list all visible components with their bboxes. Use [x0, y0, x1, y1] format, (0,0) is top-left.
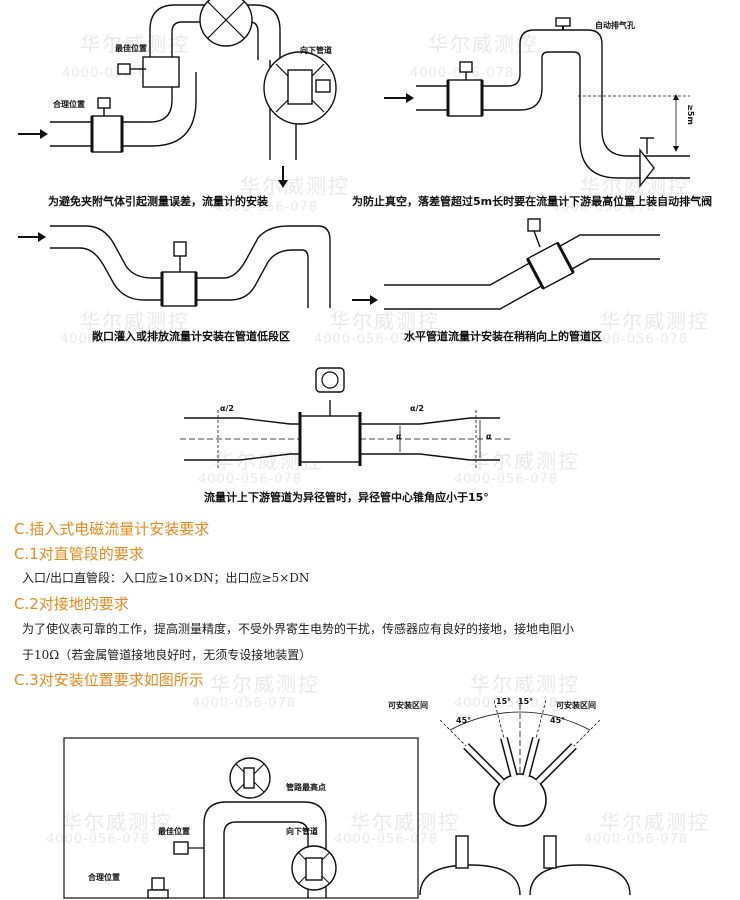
reasonable-position-label: 合理位置	[53, 100, 85, 109]
watermark-brand: 华尔威测控	[330, 309, 440, 333]
watermark-phone: 4000-056-078	[60, 332, 165, 347]
figure-low-section-diagram	[18, 225, 331, 308]
section-c3-title: C.3对安装位置要求如图所示	[14, 671, 204, 689]
watermark-phone: 4000-056-078	[552, 200, 657, 215]
installable-zone-label: 可安装区间	[556, 701, 596, 710]
watermark-phone: 4000-056-078	[62, 66, 167, 81]
watermark-phone: 4000-056-078	[454, 696, 559, 711]
section-title: C.插入式电磁流量计安装要求	[14, 520, 210, 538]
reasonable-position-label: 合理位置	[88, 873, 120, 882]
watermark-phone: 4000-056-078	[214, 200, 319, 215]
flow-arrow-icon	[18, 232, 46, 242]
figure-caption: 为防止真空，落差管超过5m长时要在流量计下游最高位置上装自动排气阀	[352, 195, 713, 208]
watermark-phone: 4000-056-078	[198, 472, 303, 487]
watermark-brand: 华尔威测控	[428, 32, 538, 56]
flow-arrow-icon	[352, 295, 378, 305]
watermark-brand: 华尔威测控	[80, 309, 190, 333]
watermark-phone: 4000-056-078	[454, 472, 559, 487]
watermark-phone: 4000-056-078	[46, 832, 151, 847]
alpha-label: α	[396, 432, 402, 441]
angle-label: 45°	[550, 716, 566, 725]
watermark-brand: 华尔威测控	[210, 672, 320, 696]
figure-caption: 为避免夹附气体引起测量误差，流量计的安装	[48, 195, 268, 208]
section-c1-text: 入口/出口直管段：入口应≥10×DN；出口应≥5×DN	[22, 571, 310, 585]
figure-vent-pipe-diagram	[384, 17, 690, 189]
pipe-highest-point-label: 管路最高点	[286, 783, 326, 792]
angle-label: 45°	[456, 716, 472, 725]
distance-mark-label: ≥5m	[685, 104, 695, 125]
half-angle-label: α/2	[410, 404, 424, 413]
watermark-brand: 华尔威测控	[600, 309, 710, 333]
angle-label: 15°	[496, 697, 512, 706]
flow-arrow-icon	[18, 129, 48, 139]
downward-pipe-label: 向下管道	[300, 46, 332, 55]
watermark-phone: 4000-056-078	[584, 332, 689, 347]
watermark-phone: 4000-056-078	[410, 66, 515, 81]
watermark-phone: 4000-056-078	[314, 332, 419, 347]
best-position-label: 最佳位置	[158, 827, 190, 836]
section-c2-title: C.2对接地的要求	[14, 595, 129, 613]
figure-reducer-diagram	[180, 367, 510, 468]
watermark-brand: 华尔威测控	[240, 174, 350, 198]
watermark-brand: 华尔威测控	[350, 810, 460, 834]
half-angle-label: α/2	[220, 404, 234, 413]
figure-caption: 水平管道流量计安装在稍稍向上的管道区	[404, 330, 602, 343]
watermark-phone: 4000-056-078	[192, 696, 297, 711]
angle-label: 15°	[518, 697, 534, 706]
watermark-brand: 华尔威测控	[600, 810, 710, 834]
figure-caption: 敞口灌入或排放流量计安装在管道低段区	[92, 330, 290, 343]
figure-upward-section-diagram	[352, 218, 660, 310]
watermark-brand: 华尔威测控	[470, 672, 580, 696]
section-c2-text: 于10Ω（若金属管道接地良好时，无须专设接地装置）	[22, 648, 312, 662]
flow-arrow-icon	[384, 93, 414, 103]
downward-pipe-label: 向下管道	[286, 827, 318, 836]
section-c2-text: 为了使仪表可靠的工作，提高测量精度，不受外界寄生电势的干扰，传感器应有良好的接地…	[22, 622, 575, 636]
watermark-phone: 4000-056-078	[334, 832, 439, 847]
best-position-label: 最佳位置	[115, 44, 147, 53]
figure-install-angle-diagram	[439, 699, 601, 827]
watermark-brand: 华尔威测控	[62, 810, 172, 834]
watermark-brand: 华尔威测控	[470, 449, 580, 473]
alpha-label: α	[486, 432, 492, 441]
auto-vent-hole-label: 自动排气孔	[595, 21, 635, 30]
watermark-brand: 华尔威测控	[80, 32, 190, 56]
watermark-phone: 4000-056-078	[584, 832, 689, 847]
section-c1-title: C.1对直管段的要求	[14, 545, 144, 563]
installable-zone-label: 可安装区间	[388, 701, 428, 710]
figure-avoid-air-pipe-diagram	[18, 0, 337, 188]
figure-pipe-section-diagram	[419, 835, 631, 896]
figure-caption: 流量计上下游管道为异径管时，异径管中心锥角应小于15°	[204, 491, 489, 504]
flow-arrow-icon	[278, 166, 288, 188]
